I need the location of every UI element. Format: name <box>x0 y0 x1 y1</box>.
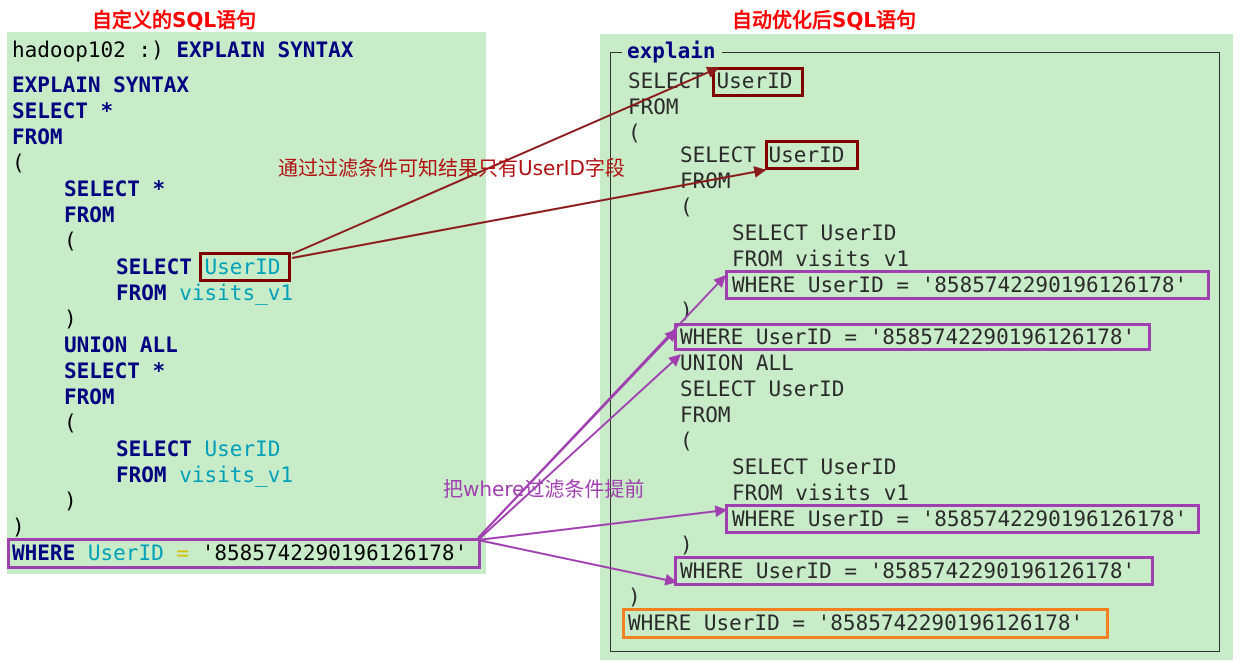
right-code-line: WHERE UserID = '8585742290196126178' <box>680 325 1136 349</box>
arrow-to-where-3 <box>477 505 728 541</box>
right-code-line: SELECT UserID <box>680 142 844 168</box>
left-code-line: SELECT UserID <box>116 436 280 462</box>
left-code-line: SELECT * <box>64 177 166 201</box>
arrow-to-where-4 <box>477 539 678 586</box>
right-code-line: ) <box>680 299 693 323</box>
sql-identifier: UserID <box>204 437 281 461</box>
left-code-line: ) <box>12 515 25 539</box>
prompt-command: EXPLAIN SYNTAX <box>176 38 354 62</box>
arrow-to-where-2b <box>477 354 681 541</box>
left-code-line: UNION ALL <box>64 333 178 357</box>
arrow-to-where-2 <box>477 329 677 539</box>
left-code-line: SELECT * <box>64 359 166 383</box>
sql-keyword: SELECT <box>116 255 192 279</box>
left-where-line: WHERE UserID = '8585742290196126178' <box>12 540 467 566</box>
left-code-line: ( <box>12 151 25 175</box>
terminal-prompt: hadoop102 :) <box>12 38 164 62</box>
arrow-to-outer-userid <box>291 66 720 255</box>
left-title: 自定义的SQL语句 <box>92 8 257 32</box>
left-code-line: ( <box>64 411 77 435</box>
explain-frame-top-left <box>610 52 622 53</box>
terminal-prompt-line: hadoop102 :) EXPLAIN SYNTAX <box>12 37 353 63</box>
sql-operator: = <box>176 541 190 565</box>
right-code-line: FROM visits_v1 <box>732 247 910 271</box>
left-sql-panel <box>7 32 486 574</box>
right-code-line: ( <box>680 195 693 219</box>
right-code-line: ( <box>628 121 641 145</box>
right-code-line: ( <box>680 429 693 453</box>
where-highlight-1 <box>725 270 1210 300</box>
left-code-line: FROM <box>64 203 115 227</box>
sql-identifier: visits_v1 <box>179 463 294 487</box>
right-code-line: SELECT UserID <box>732 455 897 479</box>
left-userid-highlight <box>199 252 291 282</box>
right-code-line: SELECT UserID <box>732 221 897 245</box>
left-code-line: SELECT UserID <box>116 254 280 280</box>
right-code-line: FROM <box>680 403 731 427</box>
sql-identifier: UserID <box>716 69 793 93</box>
right-code-line: SELECT UserID <box>680 377 845 401</box>
left-where-highlight <box>7 538 481 569</box>
left-code-line: FROM <box>12 125 63 149</box>
right-code-line: WHERE UserID = '8585742290196126178' <box>732 273 1188 297</box>
arrow-to-inner-userid <box>291 166 767 259</box>
right-code-line: UNION ALL <box>680 351 794 375</box>
right-title: 自动优化后SQL语句 <box>732 8 917 32</box>
left-code-line: ( <box>64 229 77 253</box>
sql-keyword: SELECT <box>116 437 192 461</box>
sql-keyword: WHERE <box>12 541 76 565</box>
outer-where-highlight <box>622 608 1109 639</box>
sql-string: '8585742290196126178' <box>201 541 468 565</box>
right-code-line: ) <box>680 533 693 557</box>
left-code-line: ) <box>64 307 77 331</box>
right-code-line: SELECT UserID <box>628 68 792 94</box>
left-code-line: SELECT * <box>12 99 114 123</box>
right-code-line: ) <box>628 585 641 609</box>
sql-keyword: SELECT <box>680 143 756 167</box>
left-code-line: FROM visits_v1 <box>116 280 293 306</box>
left-code-line: ) <box>64 489 77 513</box>
sql-keyword: FROM <box>116 463 167 487</box>
sql-identifier: UserID <box>204 255 281 279</box>
right-sql-panel <box>600 34 1233 660</box>
inner-userid-highlight <box>765 140 859 170</box>
where-annotation: 把where过滤条件提前 <box>443 477 645 501</box>
right-code-line: FROM visits_v1 <box>732 481 910 505</box>
left-code-line: FROM visits_v1 <box>116 462 293 488</box>
where-highlight-4 <box>674 556 1154 586</box>
sql-keyword: FROM <box>116 281 167 305</box>
explain-frame-top-right <box>722 52 1220 53</box>
outer-userid-highlight <box>712 67 804 97</box>
sql-identifier: UserID <box>768 143 845 167</box>
right-code-line: FROM <box>628 95 679 119</box>
left-code-line: FROM <box>64 385 115 409</box>
right-code-line: WHERE UserID = '8585742290196126178' <box>732 507 1188 531</box>
right-code-line: WHERE UserID = '8585742290196126178' <box>680 559 1136 583</box>
right-code-line: WHERE UserID = '8585742290196126178' <box>628 611 1084 635</box>
where-highlight-3 <box>725 504 1200 534</box>
sql-keyword: SELECT <box>628 69 704 93</box>
explain-header: explain <box>627 39 716 63</box>
sql-identifier: visits_v1 <box>179 281 294 305</box>
left-code-line: EXPLAIN SYNTAX <box>12 73 190 97</box>
explain-frame <box>610 52 1220 652</box>
sql-identifier: UserID <box>87 541 164 565</box>
userid-annotation: 通过过滤条件可知结果只有UserID字段 <box>278 156 625 180</box>
